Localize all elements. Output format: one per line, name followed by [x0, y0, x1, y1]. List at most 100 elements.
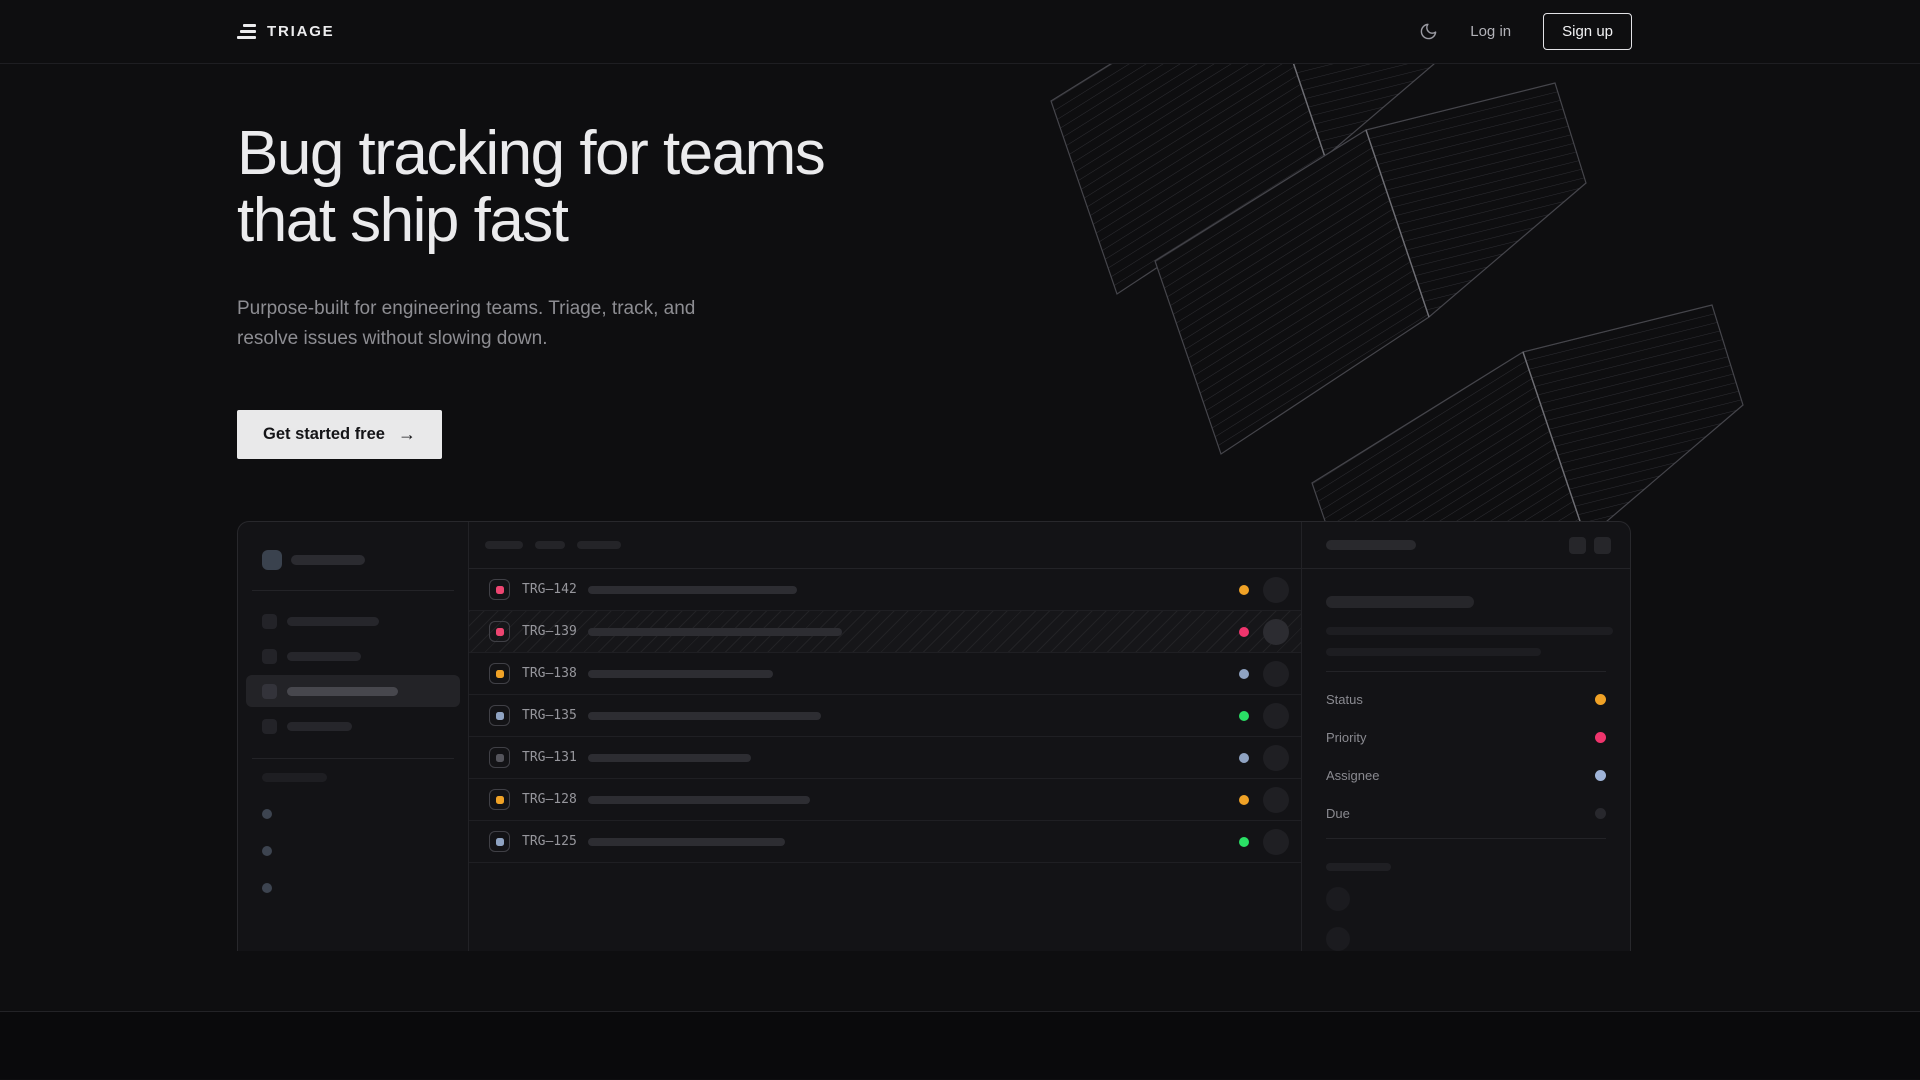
issue-title-skeleton: [588, 711, 821, 720]
section-label-skeleton: [262, 773, 327, 782]
assignee-avatar: [1263, 660, 1289, 687]
issue-row[interactable]: TRG–139: [469, 611, 1301, 653]
list-toolbar: [469, 522, 1301, 569]
sidebar-item-skeleton: [287, 616, 379, 626]
sidebar-item-icon: [262, 683, 277, 699]
brand-logo[interactable]: TRIAGE: [237, 23, 334, 40]
divider: [252, 758, 454, 759]
brand-name: TRIAGE: [267, 23, 335, 40]
issue-type-dot: [495, 753, 504, 762]
sidebar-item-skeleton: [287, 686, 398, 696]
comment-avatar: [1326, 887, 1350, 911]
issue-list-panel: TRG–142 TRG–139 TRG–138 TRG–135: [469, 522, 1302, 951]
assignee-avatar: [1263, 702, 1289, 729]
detail-field-row[interactable]: Assignee: [1326, 756, 1606, 794]
divider: [1326, 838, 1606, 839]
sidebar-item-skeleton: [287, 651, 361, 661]
issue-id: TRG–131: [522, 750, 577, 765]
issue-type-dot: [495, 585, 504, 594]
issue-id: TRG–139: [522, 624, 577, 639]
issue-row[interactable]: TRG–135: [469, 695, 1301, 737]
issue-type-icon: [489, 831, 510, 852]
sidebar-nav-item[interactable]: [246, 675, 460, 707]
filter-chip-skeleton[interactable]: [485, 541, 523, 549]
issue-type-icon: [489, 663, 510, 684]
sidebar-nav-item[interactable]: [246, 605, 460, 637]
issue-detail-panel: Status Priority Assignee Due: [1302, 522, 1630, 951]
detail-header: [1302, 522, 1630, 569]
issue-row[interactable]: TRG–128: [469, 779, 1301, 821]
status-dot: [1239, 836, 1249, 847]
detail-field-row[interactable]: Due: [1326, 794, 1606, 832]
issue-title-skeleton: [1326, 596, 1474, 608]
field-value-dot: [1595, 807, 1606, 819]
field-value-dot: [1595, 731, 1606, 743]
issue-id: TRG–135: [522, 708, 577, 723]
assignee-avatar: [1263, 576, 1289, 603]
sidebar-list-dot[interactable]: [262, 809, 272, 819]
triage-bars-icon: [237, 23, 256, 40]
field-label: Status: [1326, 691, 1363, 707]
workspace-switcher[interactable]: [238, 550, 468, 570]
issue-row[interactable]: TRG–142: [469, 569, 1301, 611]
issue-id: TRG–128: [522, 792, 577, 807]
issue-row[interactable]: TRG–138: [469, 653, 1301, 695]
issue-type-dot: [495, 837, 504, 846]
issue-row[interactable]: TRG–131: [469, 737, 1301, 779]
sidebar-nav-item[interactable]: [246, 640, 460, 672]
detail-action-button[interactable]: [1569, 536, 1586, 554]
field-value-dot: [1595, 693, 1606, 705]
dark-mode-moon-icon[interactable]: [1418, 22, 1438, 42]
filter-chip-skeleton[interactable]: [577, 541, 621, 549]
sidebar-item-icon: [262, 648, 277, 664]
divider: [252, 590, 454, 591]
issue-row[interactable]: TRG–125: [469, 821, 1301, 863]
issue-title-skeleton: [588, 753, 751, 762]
description-skeleton: [1326, 648, 1541, 656]
field-label: Due: [1326, 805, 1350, 821]
sidebar-list-dot[interactable]: [262, 846, 272, 856]
detail-field-row[interactable]: Priority: [1326, 718, 1606, 756]
detail-action-button[interactable]: [1594, 536, 1611, 554]
issue-type-icon: [489, 747, 510, 768]
sidebar-list-dot[interactable]: [262, 883, 272, 893]
sidebar-item-skeleton: [287, 721, 352, 731]
issue-title-skeleton: [588, 585, 797, 594]
workspace-avatar: [262, 550, 282, 570]
status-dot: [1239, 710, 1249, 721]
filter-chip-skeleton[interactable]: [535, 541, 565, 549]
signup-button[interactable]: Sign up: [1543, 13, 1632, 50]
issue-type-dot: [495, 669, 504, 678]
issue-title-skeleton: [588, 627, 842, 636]
workspace-name-skeleton: [291, 555, 365, 565]
assignee-avatar: [1263, 744, 1289, 771]
issue-type-icon: [489, 705, 510, 726]
login-link[interactable]: Log in: [1470, 23, 1512, 40]
field-label: Priority: [1326, 729, 1367, 745]
issue-title-skeleton: [588, 837, 785, 846]
status-dot: [1239, 584, 1249, 595]
issue-id: TRG–138: [522, 666, 577, 681]
field-label: Assignee: [1326, 767, 1380, 783]
status-dot: [1239, 752, 1249, 763]
cta-label: Get started free: [263, 425, 385, 443]
assignee-avatar: [1263, 828, 1289, 855]
detail-header-skeleton: [1326, 540, 1416, 550]
issue-type-dot: [495, 627, 504, 636]
divider: [1326, 671, 1606, 672]
issue-title-skeleton: [588, 795, 810, 804]
mockup-sidebar: [238, 522, 469, 951]
sidebar-nav-item[interactable]: [246, 710, 460, 742]
status-dot: [1239, 794, 1249, 805]
issue-type-dot: [495, 711, 504, 720]
issue-type-dot: [495, 795, 504, 804]
status-dot: [1239, 626, 1249, 637]
get-started-button[interactable]: Get started free →: [237, 410, 442, 459]
activity-label-skeleton: [1326, 863, 1391, 871]
assignee-avatar: [1263, 786, 1289, 813]
detail-field-row[interactable]: Status: [1326, 680, 1606, 718]
sidebar-item-icon: [262, 613, 277, 629]
hero-title-line2: that ship fast: [237, 186, 569, 255]
